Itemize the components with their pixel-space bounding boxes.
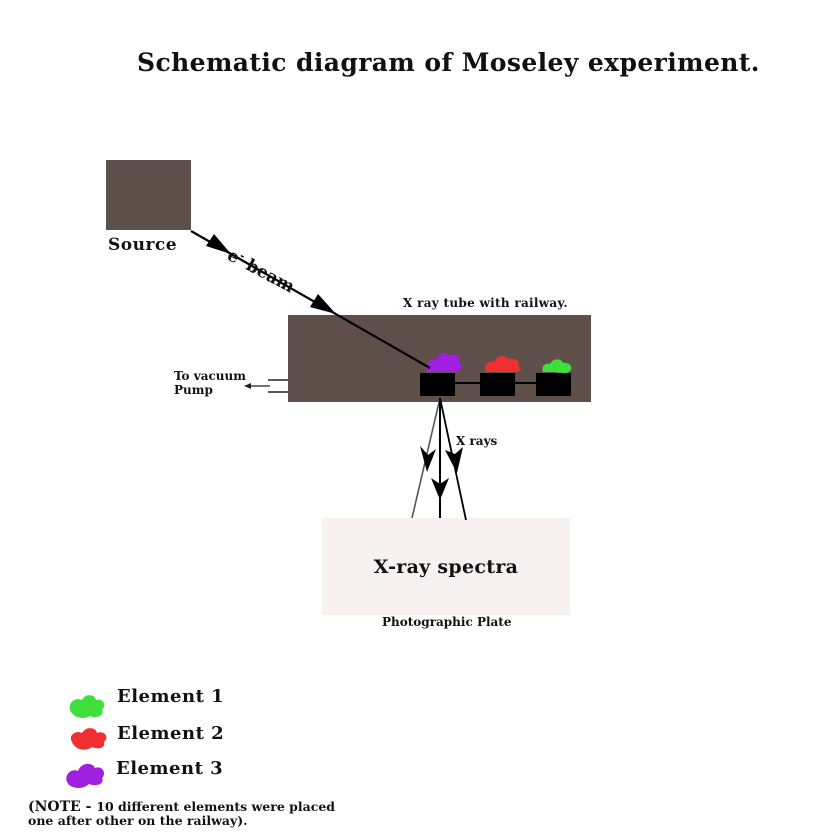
vacuum-label-line-1: To vacuum <box>174 369 246 383</box>
sample-holder-1 <box>420 373 455 396</box>
legend-swatch-element-3 <box>66 763 105 788</box>
legend-label-element-1: Element 1 <box>117 686 225 707</box>
beam-arrow-head-2 <box>310 294 336 314</box>
vacuum-label-line-2: Pump <box>174 383 213 397</box>
legend-label-element-2: Element 2 <box>117 723 225 744</box>
diagram-title: Schematic diagram of Moseley experiment. <box>137 48 760 77</box>
legend-label-element-3: Element 3 <box>116 758 224 779</box>
note-line-1: (NOTE - 10 different elements were place… <box>28 800 335 814</box>
photographic-plate-label: Photographic Plate <box>382 615 512 629</box>
photographic-plate <box>322 518 570 615</box>
xray-arrow-head-right <box>445 447 463 473</box>
element-3-sample <box>426 352 462 372</box>
source-label: Source <box>108 235 178 255</box>
legend-swatch-element-1 <box>69 695 105 718</box>
note-line-1-rest: 10 different elements were placed <box>96 799 336 814</box>
vacuum-pump-label: To vacuum Pump <box>174 369 246 397</box>
sample-holder-3 <box>536 373 571 396</box>
element-1-sample <box>542 359 572 373</box>
sample-holder-2 <box>480 373 515 396</box>
vacuum-arrow-head <box>244 383 251 389</box>
xray-tube-label: X ray tube with railway. <box>403 296 568 310</box>
element-2-sample <box>485 355 521 373</box>
beam-arrow-head-1 <box>206 234 231 254</box>
note-prefix: (NOTE - <box>28 799 97 815</box>
legend-swatch-element-2 <box>70 728 107 750</box>
xray-arrow-head-middle <box>431 478 449 500</box>
note-line-2: one after other on the railway). <box>28 813 248 828</box>
source-box <box>106 160 191 230</box>
xray-arrow-head-left <box>420 446 436 472</box>
plate-text: X-ray spectra <box>373 556 519 578</box>
xrays-label: X rays <box>456 434 498 448</box>
note-text: (NOTE - 10 different elements were place… <box>28 800 335 827</box>
